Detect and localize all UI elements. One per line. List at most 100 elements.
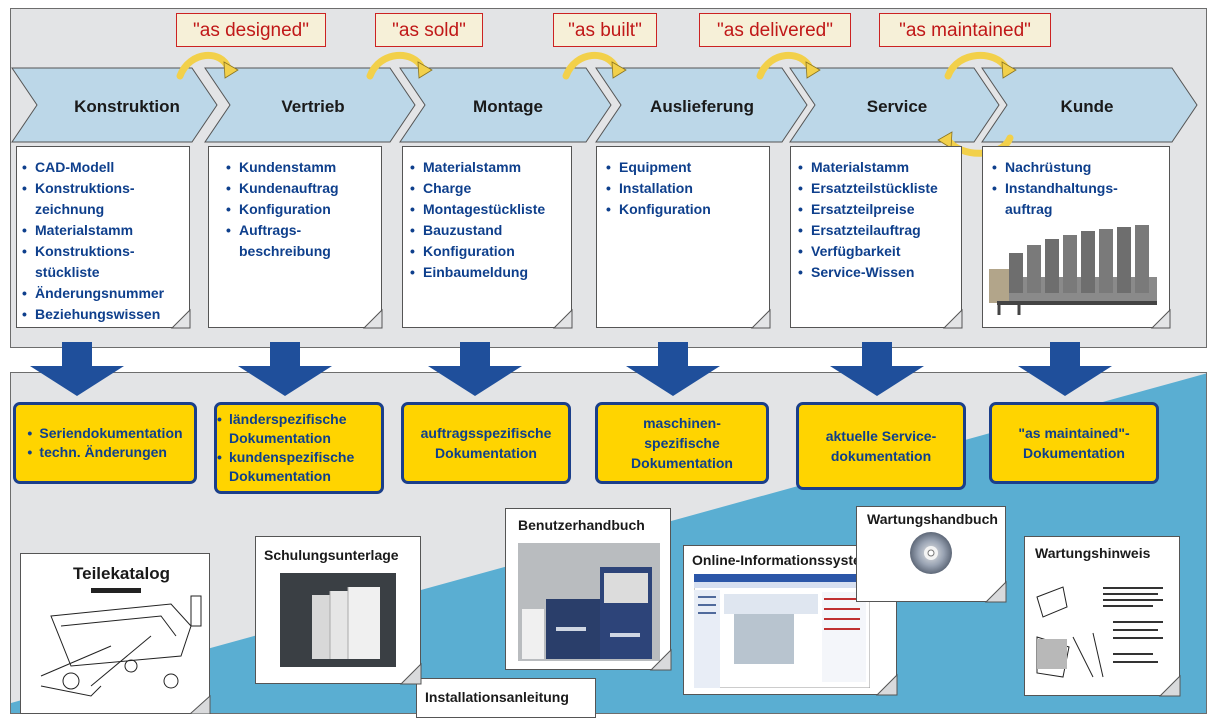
card-item: Charge	[409, 178, 571, 199]
media-title: Online-Informationssystem	[692, 552, 874, 568]
card-item-continuation: stückliste	[35, 264, 100, 280]
doc-box-laender-kunden: länderspezifische Dokumentation kundensp…	[214, 402, 384, 494]
doc-box-item: techn. Änderungen	[27, 443, 182, 462]
parts-drawing-image	[31, 586, 205, 708]
card-item-continuation: auftrag	[1005, 201, 1053, 217]
state-label-as-built: "as built"	[553, 13, 657, 47]
media-title: Wartungshinweis	[1035, 545, 1151, 561]
media-online-informationssystem: Online-Informationssystem	[683, 545, 897, 695]
chevron-vertrieb	[204, 67, 416, 143]
printing-press-image	[989, 225, 1157, 315]
card-item: Konstruktions-	[21, 178, 189, 199]
card-item: CAD-Modell	[21, 157, 189, 178]
card-item: Auftrags-	[225, 220, 381, 241]
media-wartungshinweis: Wartungshinweis	[1024, 536, 1180, 696]
card-item: Bauzustand	[409, 220, 571, 241]
card-item: Kundenauftrag	[225, 178, 381, 199]
loop-arrow-return	[944, 134, 1014, 157]
info-card-vertrieb: Kundenstamm Kundenauftrag Konfiguration …	[208, 146, 382, 328]
doc-box-text: aktuelle Service-dokumentation	[825, 428, 937, 464]
chevron-service	[789, 67, 1000, 143]
down-arrow-2	[238, 342, 332, 396]
card-item: Änderungsnummer	[21, 283, 189, 304]
card-item: Konstruktions-	[21, 241, 189, 262]
doc-box-text: auftragsspezifische Dokumentation	[420, 425, 552, 461]
media-schulungsunterlage: Schulungsunterlage	[255, 536, 421, 684]
manual-box-photo	[518, 543, 660, 661]
down-arrows	[30, 342, 1112, 396]
info-card-konstruktion: CAD-Modell Konstruktions- zeichnung Mate…	[16, 146, 190, 328]
info-card-auslieferung: Equipment Installation Konfiguration	[596, 146, 770, 328]
info-card-kunde: Nachrüstung Instandhaltungs- auftrag	[982, 146, 1170, 328]
chevron-kunde	[981, 67, 1198, 143]
down-arrow-6	[1018, 342, 1112, 396]
doc-box-item: Seriendokumentation	[27, 424, 182, 443]
stage-label-konstruktion: Konstruktion	[74, 97, 180, 116]
card-item: Instandhaltungs-	[991, 178, 1169, 199]
info-card-service: Materialstamm Ersatzteilstückliste Ersat…	[790, 146, 962, 328]
media-wartungshandbuch: Wartungshandbuch	[856, 506, 1006, 602]
card-item: Service-Wissen	[797, 262, 961, 283]
doc-box-as-maintained: "as maintained"-Dokumentation	[989, 402, 1159, 484]
state-label-as-sold: "as sold"	[375, 13, 483, 47]
chevron-konstruktion	[11, 67, 218, 143]
stage-label-auslieferung: Auslieferung	[650, 97, 754, 116]
media-title: Wartungshandbuch	[867, 511, 998, 527]
card-item: Verfügbarkeit	[797, 241, 961, 262]
card-item: Kundenstamm	[225, 157, 381, 178]
down-arrow-3	[428, 342, 522, 396]
stage-label-montage: Montage	[473, 97, 543, 116]
card-item: Materialstamm	[797, 157, 961, 178]
card-item: Materialstamm	[409, 157, 571, 178]
card-item: Montagestückliste	[409, 199, 571, 220]
media-benutzerhandbuch: Benutzerhandbuch	[505, 508, 671, 670]
card-item-continuation: beschreibung	[239, 243, 331, 259]
info-card-montage: Materialstamm Charge Montagestückliste B…	[402, 146, 572, 328]
down-arrow-1	[30, 342, 124, 396]
stage-label-vertrieb: Vertrieb	[281, 97, 345, 116]
doc-box-item: kundenspezifische Dokumentation	[217, 448, 381, 486]
down-arrow-4	[626, 342, 720, 396]
binder-photo	[280, 573, 396, 667]
doc-box-text: maschinen-spezifische Dokumentation	[631, 415, 733, 471]
doc-box-serie: Seriendokumentation techn. Änderungen	[13, 402, 197, 484]
media-installationsanleitung: Installationsanleitung	[416, 678, 596, 718]
card-item: Installation	[605, 178, 769, 199]
doc-box-auftrag: auftragsspezifische Dokumentation	[401, 402, 571, 484]
maintenance-sheet-image	[1033, 577, 1173, 689]
media-teilekatalog: Teilekatalog	[20, 553, 210, 714]
loop-arrowheads	[223, 61, 1017, 149]
card-item: Ersatzteilpreise	[797, 199, 961, 220]
state-label-as-designed: "as designed"	[176, 13, 326, 47]
card-item: Materialstamm	[21, 220, 189, 241]
state-label-as-delivered: "as delivered"	[699, 13, 851, 47]
card-item: Konfiguration	[225, 199, 381, 220]
chevron-montage	[399, 67, 612, 143]
card-item: Equipment	[605, 157, 769, 178]
card-item: Ersatzteilstückliste	[797, 178, 961, 199]
card-item: Konfiguration	[605, 199, 769, 220]
state-label-as-maintained: "as maintained"	[879, 13, 1051, 47]
card-item: Beziehungswissen	[21, 304, 189, 325]
media-title: Benutzerhandbuch	[518, 517, 645, 533]
media-title: Teilekatalog	[73, 564, 170, 583]
chevron-auslieferung	[595, 67, 808, 143]
media-title: Schulungsunterlage	[264, 547, 399, 563]
doc-box-text: "as maintained"-Dokumentation	[1018, 425, 1130, 461]
media-title: Installationsanleitung	[425, 689, 569, 705]
stage-chevrons	[11, 67, 1198, 143]
browser-screenshot-image	[694, 574, 870, 688]
card-item: Konfiguration	[409, 241, 571, 262]
stage-label-service: Service	[866, 97, 928, 116]
doc-box-item: länderspezifische Dokumentation	[217, 410, 381, 448]
card-item-continuation: zeichnung	[35, 201, 105, 217]
down-arrow-5	[830, 342, 924, 396]
doc-box-service: aktuelle Service-dokumentation	[796, 402, 966, 490]
cd-icon	[910, 532, 952, 574]
card-item: Ersatzteilauftrag	[797, 220, 961, 241]
stage-label-kunde: Kunde	[1060, 97, 1114, 116]
doc-box-maschine: maschinen-spezifische Dokumentation	[595, 402, 769, 484]
